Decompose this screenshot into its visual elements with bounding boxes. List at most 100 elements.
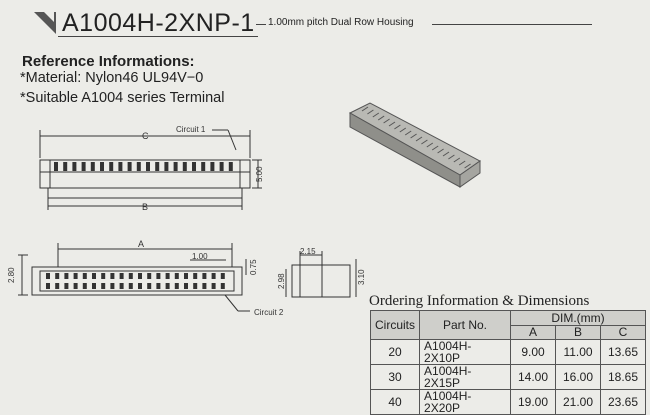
front-view-drawing: C B Circuit 1 5.00 — [39, 125, 264, 212]
front-pin — [210, 162, 215, 171]
table-row: 40 A1004H-2X20P 19.00 21.00 23.65 — [369, 389, 647, 415]
bottom-pin — [165, 273, 170, 279]
bottom-pin — [184, 273, 188, 279]
height-310-label: 3.10 — [357, 269, 366, 285]
cell-circuits: 30 — [369, 364, 421, 390]
bottom-pin — [101, 273, 106, 279]
iso-pin — [377, 115, 385, 121]
iso-pin — [394, 124, 401, 130]
reference-terminal: *Suitable A1004 series Terminal — [20, 90, 225, 106]
height-298-label: 2.98 — [277, 273, 286, 289]
front-pin — [219, 162, 224, 171]
cell-b: 21.00 — [555, 389, 602, 415]
bottom-pin — [128, 283, 133, 289]
bottom-pin — [202, 273, 207, 279]
bottom-pin — [174, 273, 179, 279]
ordering-table: Circuits Part No. DIM.(mm) A B C 20 A100… — [369, 310, 647, 415]
iso-pin — [421, 139, 428, 145]
table-row: 30 A1004H-2X15P 14.00 16.00 18.65 — [369, 364, 647, 390]
front-pin — [146, 162, 150, 171]
bottom-pin — [46, 273, 50, 279]
bottom-pin — [174, 283, 179, 289]
cell-c: 23.65 — [600, 389, 647, 415]
bottom-pin — [220, 273, 225, 279]
front-pin — [127, 162, 132, 171]
bottom-pin — [138, 283, 142, 289]
bottom-pin — [119, 273, 124, 279]
header-dim-b: B — [555, 324, 602, 340]
bottom-pin — [73, 273, 78, 279]
header-dim-c: C — [600, 324, 647, 340]
iso-pin — [426, 142, 434, 148]
bottom-pin — [55, 273, 60, 279]
iso-pin — [442, 151, 450, 157]
cell-c: 18.65 — [600, 364, 647, 390]
iso-pin — [399, 127, 407, 133]
circuit1-label: Circuit 1 — [176, 125, 206, 134]
bottom-pin — [46, 283, 50, 289]
front-pin — [109, 162, 114, 171]
title-triangle-inner — [44, 12, 54, 22]
front-pin — [173, 162, 178, 171]
bottom-pin — [184, 283, 188, 289]
iso-pin — [383, 118, 390, 124]
iso-pin — [410, 133, 417, 139]
bottom-pin — [202, 283, 207, 289]
front-pin — [182, 162, 187, 171]
cell-part-no: A1004H-2X10P — [419, 339, 512, 365]
cell-b: 11.00 — [555, 339, 602, 365]
cell-part-no: A1004H-2X15P — [419, 364, 512, 390]
iso-pin — [464, 163, 471, 169]
bottom-pin — [101, 283, 106, 289]
bottom-pin — [147, 273, 152, 279]
front-pin — [228, 162, 233, 171]
subtitle-leader — [256, 24, 266, 25]
height-075-label: 0.75 — [249, 259, 258, 275]
cell-a: 9.00 — [510, 339, 557, 365]
iso-pin — [372, 112, 380, 118]
iso-pin — [415, 136, 423, 142]
front-pin — [136, 162, 141, 171]
cell-c: 13.65 — [600, 339, 647, 365]
page-subtitle: 1.00mm pitch Dual Row Housing — [268, 17, 414, 28]
iso-pin — [448, 154, 455, 160]
cell-circuits: 20 — [369, 339, 421, 365]
front-pin — [100, 162, 104, 171]
page-title: A1004H-2XNP-1 — [62, 9, 255, 37]
side-view-drawing: 2.15 2.98 3.10 — [277, 247, 366, 298]
bottom-pin — [220, 283, 225, 289]
bottom-pin — [156, 283, 161, 289]
front-pin — [72, 162, 77, 171]
height-280-label: 2.80 — [7, 267, 16, 283]
reference-heading: Reference Informations: — [22, 53, 195, 70]
bottom-pin — [193, 283, 198, 289]
bottom-pin — [165, 283, 170, 289]
bottom-pin — [64, 273, 69, 279]
cell-a: 14.00 — [510, 364, 557, 390]
front-pin — [164, 162, 169, 171]
bottom-view-drawing: A 1.00 2.80 0.75 Circuit 2 — [7, 239, 284, 317]
front-pin — [118, 162, 123, 171]
front-pin — [90, 162, 95, 171]
bottom-pin — [55, 283, 60, 289]
bottom-pin — [110, 283, 115, 289]
bottom-pin — [128, 273, 133, 279]
title-underline — [58, 36, 258, 37]
table-row: 20 A1004H-2X10P 9.00 11.00 13.65 — [369, 339, 647, 365]
header-dim: DIM.(mm) — [510, 310, 647, 326]
front-pin — [54, 162, 58, 171]
cell-part-no: A1004H-2X20P — [419, 389, 512, 415]
cell-b: 16.00 — [555, 364, 602, 390]
iso-pin — [404, 130, 412, 136]
iso-pin — [458, 160, 466, 166]
bottom-pin — [193, 273, 198, 279]
dim-b-label: B — [142, 202, 148, 212]
cell-circuits: 40 — [369, 389, 421, 415]
front-pin — [63, 162, 68, 171]
front-pin — [201, 162, 206, 171]
ordering-title: Ordering Information & Dimensions — [369, 293, 590, 309]
bottom-pin — [64, 283, 69, 289]
bottom-pin — [147, 283, 152, 289]
width-215-label: 2.15 — [300, 247, 316, 256]
